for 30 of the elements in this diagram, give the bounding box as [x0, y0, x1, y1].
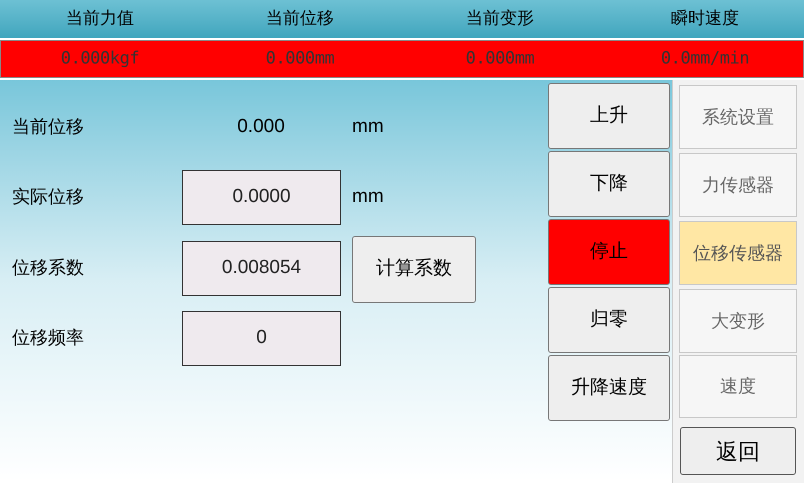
field-label: 位移频率 — [12, 326, 84, 350]
button: 上升 — [548, 83, 670, 149]
nav-button: 速度 — [679, 355, 797, 418]
field-label: 位移系数 — [12, 256, 84, 280]
nav-button: 力传感器 — [679, 153, 797, 217]
value-readout: 0.000 — [237, 114, 285, 139]
value-readout: 0.000mm — [266, 47, 334, 70]
value-readout: 0.0mm/min — [660, 47, 750, 70]
button: 计算系数 — [352, 236, 476, 303]
column-header: 当前变形 — [466, 7, 534, 30]
input-field: 0.008054 — [182, 241, 341, 296]
back-button: 返回 — [680, 427, 796, 475]
button: 归零 — [548, 287, 670, 353]
field-label: 当前位移 — [12, 116, 84, 138]
stop-button: 停止 — [548, 219, 670, 285]
nav-button-selected: 位移传感器 — [679, 221, 797, 285]
unit-label: mm — [352, 184, 384, 209]
input-field: 0 — [182, 311, 341, 366]
column-header: 当前力值 — [66, 7, 134, 30]
unit-label: mm — [352, 114, 384, 139]
nav-button: 系统设置 — [679, 85, 797, 149]
button: 升降速度 — [548, 355, 670, 421]
button: 下降 — [548, 151, 670, 217]
column-header: 当前位移 — [266, 7, 334, 30]
field-label: 实际位移 — [12, 186, 84, 208]
value-readout: 0.000kgf — [60, 47, 140, 70]
nav-button: 大变形 — [679, 289, 797, 353]
column-header: 瞬时速度 — [671, 7, 739, 30]
value-readout: 0.000mm — [466, 47, 534, 70]
input-field: 0.0000 — [182, 170, 341, 225]
